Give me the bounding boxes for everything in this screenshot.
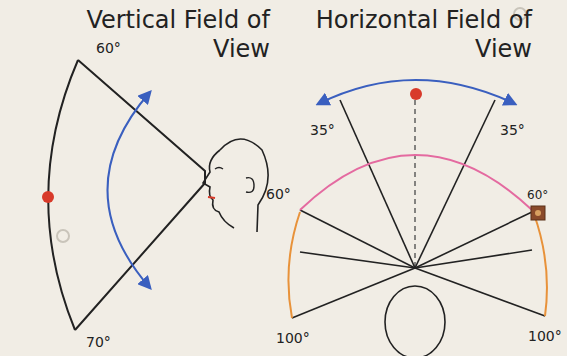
sticker-dot (535, 210, 541, 216)
sticker-square (531, 206, 545, 220)
center-line (414, 100, 415, 268)
range-arrow (108, 92, 151, 288)
angle-label: 100° (528, 328, 562, 345)
angle-label: 100° (276, 330, 310, 347)
orange-arc (534, 214, 547, 316)
head-outline (220, 139, 268, 232)
angle-label: 60° (266, 186, 291, 203)
red-dot (42, 191, 54, 203)
angle-label: 60° (96, 40, 121, 57)
angle-label: 35° (500, 122, 525, 139)
face-profile (203, 150, 234, 228)
red-dot (410, 88, 422, 100)
mouth (208, 197, 215, 198)
angle-label: 70° (86, 334, 111, 351)
pin-mark (57, 230, 69, 242)
view-sector (75, 60, 205, 330)
angle-label: 35° (310, 122, 335, 139)
head-top-view (385, 286, 445, 356)
angle-label: 60° (527, 188, 548, 202)
view-rays (292, 100, 545, 318)
range-arrow (318, 80, 515, 104)
ear (246, 178, 254, 193)
pink-arc (300, 155, 532, 210)
heading: Horizontal Field of View (282, 6, 532, 64)
eye (215, 168, 223, 170)
heading: Vertical Field of View (38, 6, 270, 64)
orange-arc (288, 212, 300, 318)
